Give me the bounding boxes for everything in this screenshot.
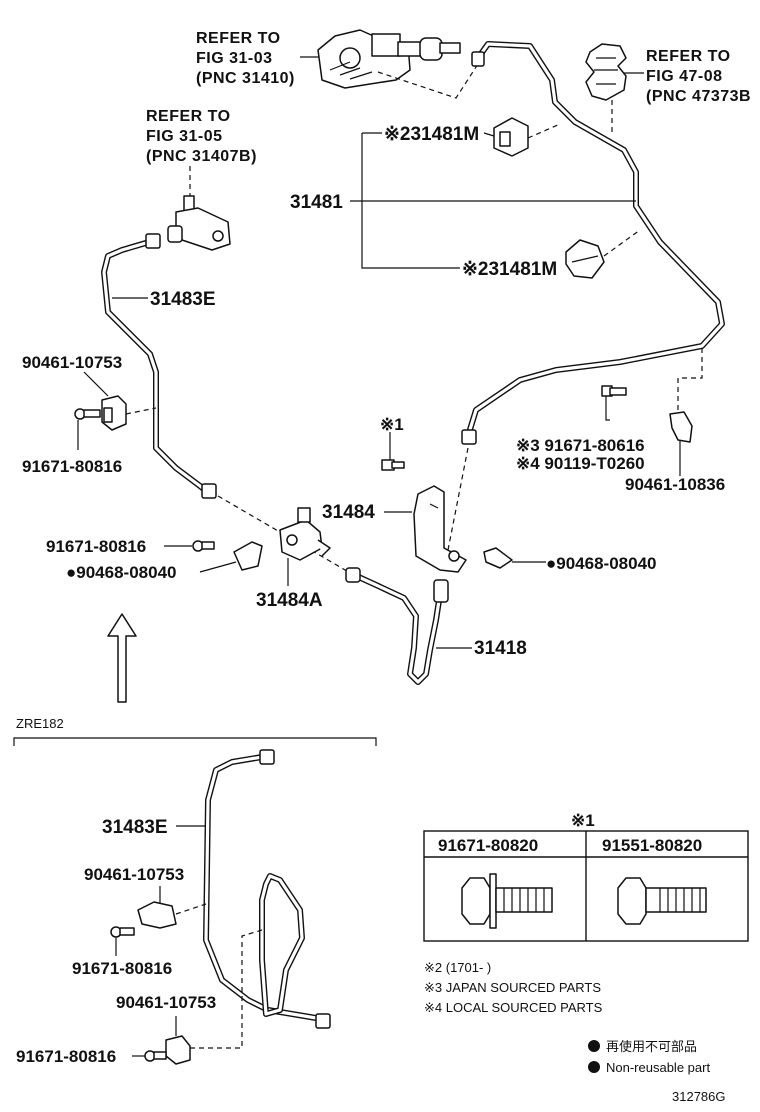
direction-arrow (107, 613, 137, 703)
bolt-note1 (381, 432, 405, 471)
table-mark: ※1 (571, 811, 595, 830)
dash-link-left (217, 495, 353, 575)
bolt-91671-80820-image (461, 873, 553, 929)
label-90119-t0260: ※4 90119-T0260 (516, 454, 645, 473)
label-90468-08040-right: ●90468-08040 (546, 554, 656, 573)
leader-31481-bracket (350, 132, 636, 269)
bracket-90461-10836 (669, 348, 703, 476)
bolt-table (423, 830, 749, 942)
inset-bolt-91671-a (110, 926, 135, 956)
note-3: ※3 JAPAN SOURCED PARTS (424, 980, 601, 995)
inset-bolt-91671-b (132, 1050, 167, 1062)
clamp-47373b-drawing (585, 43, 644, 136)
ref-fig31-03-line2: FIG 31-03 (196, 50, 273, 67)
label-31484a: 31484A (256, 590, 323, 611)
dash-link-right (447, 447, 469, 551)
pipe-31481 (461, 41, 725, 445)
clip-31481m-top (493, 117, 561, 157)
inset-label-31483e: 31483E (102, 817, 168, 838)
note-4: ※4 LOCAL SOURCED PARTS (424, 1000, 603, 1015)
label-91671-80816-a: 91671-80816 (22, 457, 122, 476)
ref-fig31-03-line3: (PNC 31410) (196, 70, 295, 87)
inset-label-91671-b: 91671-80816 (16, 1047, 116, 1066)
legend-en: Non-reusable part (606, 1060, 710, 1075)
clip-90468-08040-left (199, 541, 263, 573)
ref-fig47-08-line2: FIG 47-08 (646, 68, 723, 85)
label-90468-08040-left: ●90468-08040 (66, 563, 176, 582)
label-31481m-top: ※231481M (384, 124, 479, 145)
inset-bracket-90461-a (137, 886, 207, 929)
figure-id: 312786G (672, 1089, 726, 1104)
label-31484: 31484 (322, 502, 375, 523)
legend-dot-en (588, 1061, 600, 1073)
ref-fig31-05-line2: FIG 31-05 (146, 128, 223, 145)
bolt-91551-80820-image (617, 877, 707, 925)
hose-31418 (345, 567, 472, 685)
ref-fig47-08-line3: (PNC 47373B (646, 88, 751, 105)
bolt-91671-80616 (601, 385, 627, 421)
inset-label-91671-a: 91671-80816 (72, 959, 172, 978)
inset-tag: ZRE182 (16, 716, 64, 731)
ref-fig31-05-line3: (PNC 31407B) (146, 148, 257, 165)
ref-fig31-05-line1: REFER TO (146, 108, 231, 125)
inset-pipe-31483e (203, 749, 331, 1029)
bolt-91671-80816-mid (164, 540, 215, 552)
label-91671-80616: ※3 91671-80616 (516, 436, 645, 455)
bracket-31484-drawing (384, 485, 467, 573)
label-31418: 31418 (474, 638, 527, 659)
ref-fig31-03-line1: REFER TO (196, 30, 281, 47)
pipe-31483e (101, 233, 217, 499)
legend-jp: 再使用不可部品 (606, 1039, 697, 1054)
clip-90468-08040-right (483, 547, 546, 569)
table-col1-header: 91671-80820 (438, 836, 538, 855)
clip-31481m-bottom (565, 229, 641, 279)
label-90461-10753: 90461-10753 (22, 353, 122, 372)
label-90461-10836: 90461-10836 (625, 475, 725, 494)
label-note1-mark: ※1 (380, 415, 404, 434)
label-31481: 31481 (290, 192, 343, 213)
ref-fig47-08-line1: REFER TO (646, 48, 731, 65)
legend-dot-jp (588, 1040, 600, 1052)
master-cylinder-drawing (300, 29, 479, 99)
bolt-91671-80816-left (74, 408, 101, 450)
tee-31407b-drawing (167, 166, 231, 251)
inset-label-90461-a: 90461-10753 (84, 865, 184, 884)
bracket-90461-10753-left (83, 371, 157, 431)
inset-bracket-line (13, 737, 377, 746)
label-31483e: 31483E (150, 289, 216, 310)
bracket-31484a-drawing (279, 507, 331, 586)
inset-label-90461-b: 90461-10753 (116, 993, 216, 1012)
table-col2-header: 91551-80820 (602, 836, 702, 855)
label-31481m-bottom: ※231481M (462, 259, 557, 280)
label-91671-80816-b: 91671-80816 (46, 537, 146, 556)
leader-31481m-top (483, 132, 495, 137)
note-2: ※2 (1701- ) (424, 960, 491, 975)
